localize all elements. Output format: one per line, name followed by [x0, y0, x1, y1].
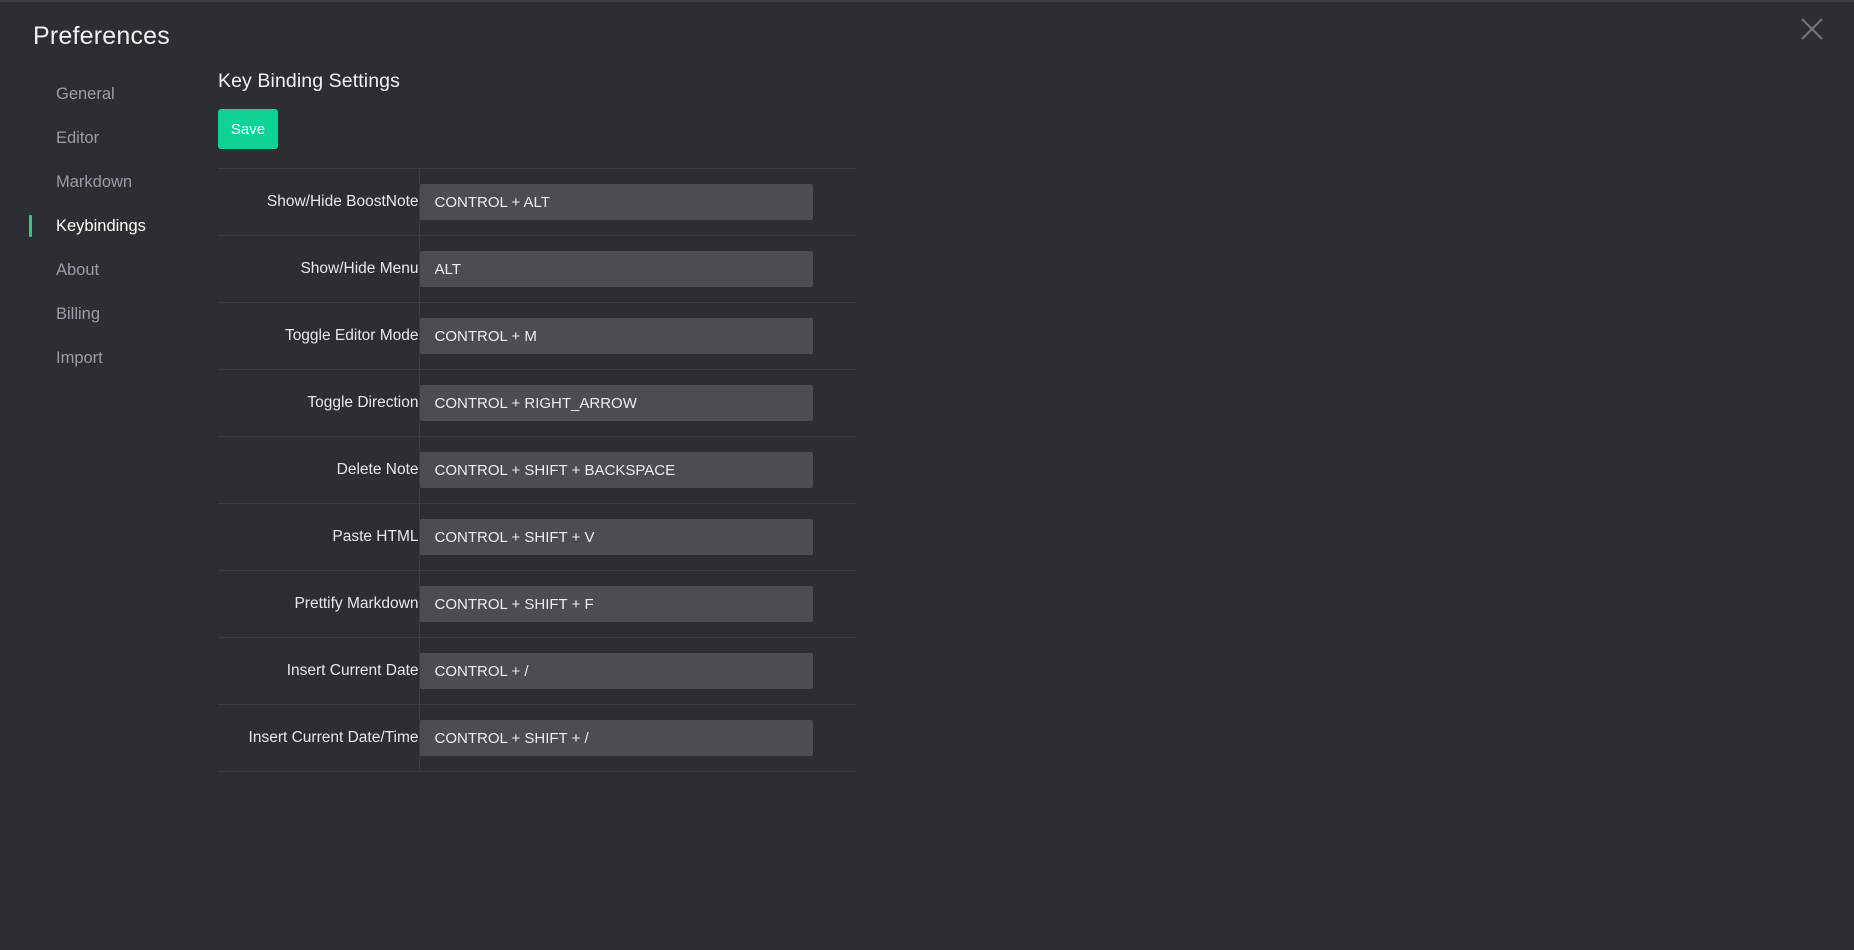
section-title: Key Binding Settings	[218, 70, 400, 92]
sidebar-item-import[interactable]: Import	[0, 336, 216, 380]
main-content: Key Binding Settings Save Show/Hide Boos…	[218, 70, 1818, 772]
sidebar-item-label: Keybindings	[56, 216, 146, 235]
table-row: Paste HTML	[218, 503, 856, 571]
keybinding-input-cell	[419, 504, 856, 571]
table-row: Show/Hide BoostNote	[218, 168, 856, 236]
keybinding-action-label: Insert Current Date	[218, 637, 420, 705]
keybinding-input-cell	[419, 705, 856, 772]
save-button[interactable]: Save	[218, 109, 278, 149]
table-row: Toggle Editor Mode	[218, 302, 856, 370]
table-row: Delete Note	[218, 436, 856, 504]
table-row: Show/Hide Menu	[218, 235, 856, 303]
keybindings-table: Show/Hide BoostNoteShow/Hide MenuToggle …	[218, 168, 856, 772]
table-row: Insert Current Date	[218, 637, 856, 705]
sidebar-item-label: Import	[56, 348, 103, 367]
sidebar-item-editor[interactable]: Editor	[0, 116, 216, 160]
keybinding-input-cell	[419, 571, 856, 638]
keybinding-input[interactable]	[419, 452, 813, 488]
keybinding-action-label: Show/Hide BoostNote	[218, 168, 420, 236]
keybinding-input-cell	[419, 303, 856, 370]
sidebar-item-label: General	[56, 84, 115, 103]
keybinding-input-cell	[419, 236, 856, 303]
keybinding-input-cell	[419, 638, 856, 705]
close-button[interactable]	[1792, 9, 1832, 49]
sidebar-item-label: Markdown	[56, 172, 133, 191]
table-row: Toggle Direction	[218, 369, 856, 437]
sidebar-item-keybindings[interactable]: Keybindings	[0, 204, 216, 248]
keybinding-input-cell	[419, 437, 856, 504]
keybinding-input[interactable]	[419, 720, 813, 756]
keybinding-action-label: Paste HTML	[218, 503, 420, 571]
keybinding-action-label: Insert Current Date/Time	[218, 704, 420, 772]
keybinding-action-label: Show/Hide Menu	[218, 235, 420, 303]
sidebar-item-label: Editor	[56, 128, 100, 147]
sidebar-item-billing[interactable]: Billing	[0, 292, 216, 336]
sidebar-item-label: About	[56, 260, 100, 279]
table-row: Prettify Markdown	[218, 570, 856, 638]
close-icon	[1799, 16, 1825, 42]
keybinding-input[interactable]	[419, 251, 813, 287]
sidebar-item-about[interactable]: About	[0, 248, 216, 292]
table-row: Insert Current Date/Time	[218, 704, 856, 772]
keybinding-action-label: Toggle Editor Mode	[218, 302, 420, 370]
keybinding-input[interactable]	[419, 385, 813, 421]
keybinding-input[interactable]	[419, 519, 813, 555]
keybinding-input[interactable]	[419, 653, 813, 689]
keybinding-input-cell	[419, 370, 856, 437]
sidebar-item-markdown[interactable]: Markdown	[0, 160, 216, 204]
sidebar-item-general[interactable]: General	[0, 72, 216, 116]
keybinding-input[interactable]	[419, 184, 813, 220]
keybinding-action-label: Prettify Markdown	[218, 570, 420, 638]
page-title: Preferences	[33, 22, 170, 50]
keybinding-action-label: Delete Note	[218, 436, 420, 504]
keybinding-action-label: Toggle Direction	[218, 369, 420, 437]
keybinding-input[interactable]	[419, 318, 813, 354]
keybinding-input-cell	[419, 169, 856, 236]
sidebar-item-label: Billing	[56, 304, 101, 323]
keybinding-input[interactable]	[419, 586, 813, 622]
